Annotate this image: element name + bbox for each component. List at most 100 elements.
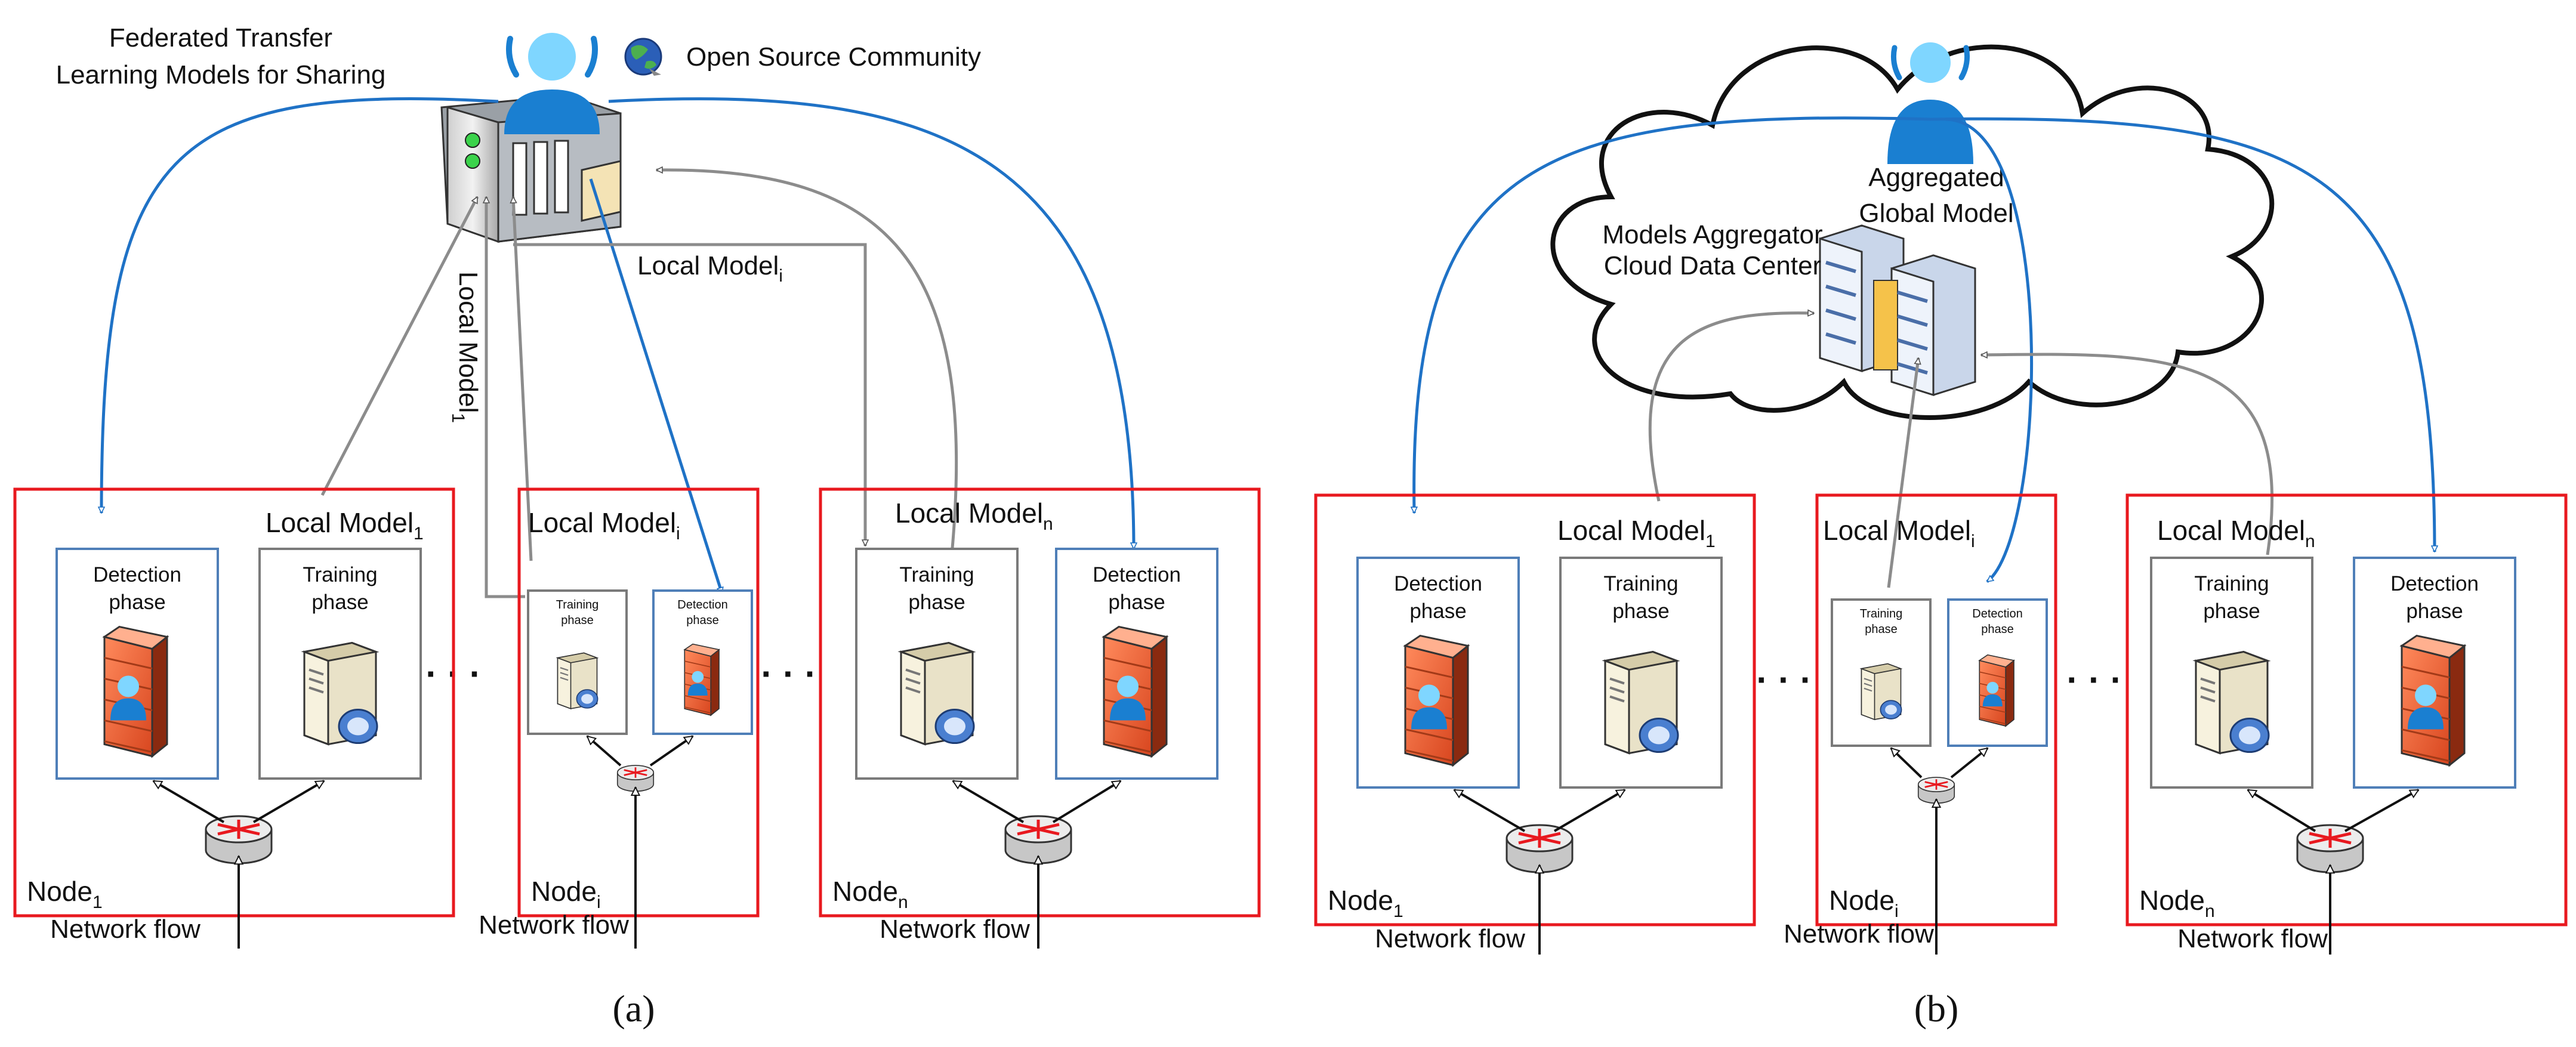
distribution-arrow: [1930, 117, 2435, 552]
cloud-label-line2: Cloud Data Center: [1604, 251, 1821, 280]
network-flow-label: Network flow: [880, 915, 1030, 944]
upload-arrow: [656, 170, 958, 555]
upload-arrow: [320, 197, 479, 496]
firewall-icon: [683, 643, 720, 716]
globe-icon: [624, 38, 662, 76]
firewall-icon: [2399, 634, 2467, 767]
upload-arrow: [1887, 358, 1918, 588]
node-label: Node1: [1328, 885, 1403, 921]
person-icon: [1887, 42, 1973, 164]
node-frame: [1314, 493, 1756, 926]
distribution-arrow: [1414, 116, 1931, 513]
flow-arrow: [587, 735, 622, 767]
network-flow-label: Network flow: [479, 910, 629, 940]
node-frame: [13, 487, 455, 918]
flow-arrow: [953, 780, 1025, 823]
node-label: Node1: [27, 876, 103, 912]
upload-arrow: [1648, 313, 1814, 502]
node-label: Nodei: [1829, 885, 1899, 921]
distribution-arrow: [589, 178, 722, 594]
flow-arrow: [1891, 748, 1923, 779]
firewall-icon: [1978, 654, 2015, 727]
network-flow-label: Network flow: [1375, 924, 1525, 953]
flow-arrow: [153, 780, 225, 823]
upload-arrow: [1981, 354, 2274, 555]
ellipsis: · · ·: [1756, 660, 1812, 700]
data-center-icon: [1819, 224, 1976, 397]
local-model-label: Local Modeln: [895, 498, 1053, 534]
router-icon: [205, 815, 273, 864]
upload-arrow: [513, 197, 533, 561]
person-icon: [504, 33, 600, 134]
upload-label-vertical: Local Model1: [448, 271, 483, 423]
global-label-line1: Aggregated: [1868, 163, 2004, 192]
training-server-icon: [1602, 650, 1680, 755]
cloud: [1550, 44, 2275, 420]
router-icon: [1506, 824, 1574, 873]
flow-arrow: [252, 780, 324, 823]
network-flow-label: Network flow: [50, 915, 200, 944]
training-server-icon: [2192, 650, 2271, 755]
ellipsis: · · ·: [2066, 660, 2122, 700]
panel-b: Aggregated Global Model Models Aggregato…: [1314, 42, 2568, 1030]
distribution-arrow: [101, 97, 499, 513]
flow-arrow: [2344, 789, 2418, 832]
router-icon: [616, 765, 655, 792]
flow-arrow: [1950, 747, 1988, 779]
local-model-label: Local Modeli: [528, 507, 680, 543]
flow-arrow: [1553, 789, 1625, 832]
firewall-icon: [102, 625, 169, 758]
flow-arrow: [1052, 780, 1121, 823]
node-label: Noden: [832, 876, 908, 912]
local-model-label: Local Modeln: [2157, 515, 2315, 551]
global-label-line2: Global Model: [1859, 199, 2013, 228]
distribution-arrow: [608, 97, 1134, 549]
ellipsis: · · ·: [761, 654, 816, 694]
local-model-label: Local Model1: [1557, 515, 1716, 551]
training-server-icon: [556, 652, 599, 710]
training-server-icon: [301, 641, 380, 746]
local-model-label: Local Modeli: [1823, 515, 1975, 551]
node-label: Noden: [2139, 885, 2215, 921]
flow-arrow: [2248, 789, 2316, 832]
training-server-icon: [897, 641, 976, 746]
node-frame: [517, 487, 760, 918]
upload-label: Local Modeli: [637, 251, 783, 286]
training-server-icon: [1859, 663, 1903, 721]
network-flow-label: Network flow: [2177, 924, 2328, 953]
flow-arrow: [649, 735, 693, 767]
panel-caption: (a): [612, 987, 655, 1030]
upload-arrow: [486, 197, 525, 598]
distribution-arrow: [1945, 118, 2034, 583]
